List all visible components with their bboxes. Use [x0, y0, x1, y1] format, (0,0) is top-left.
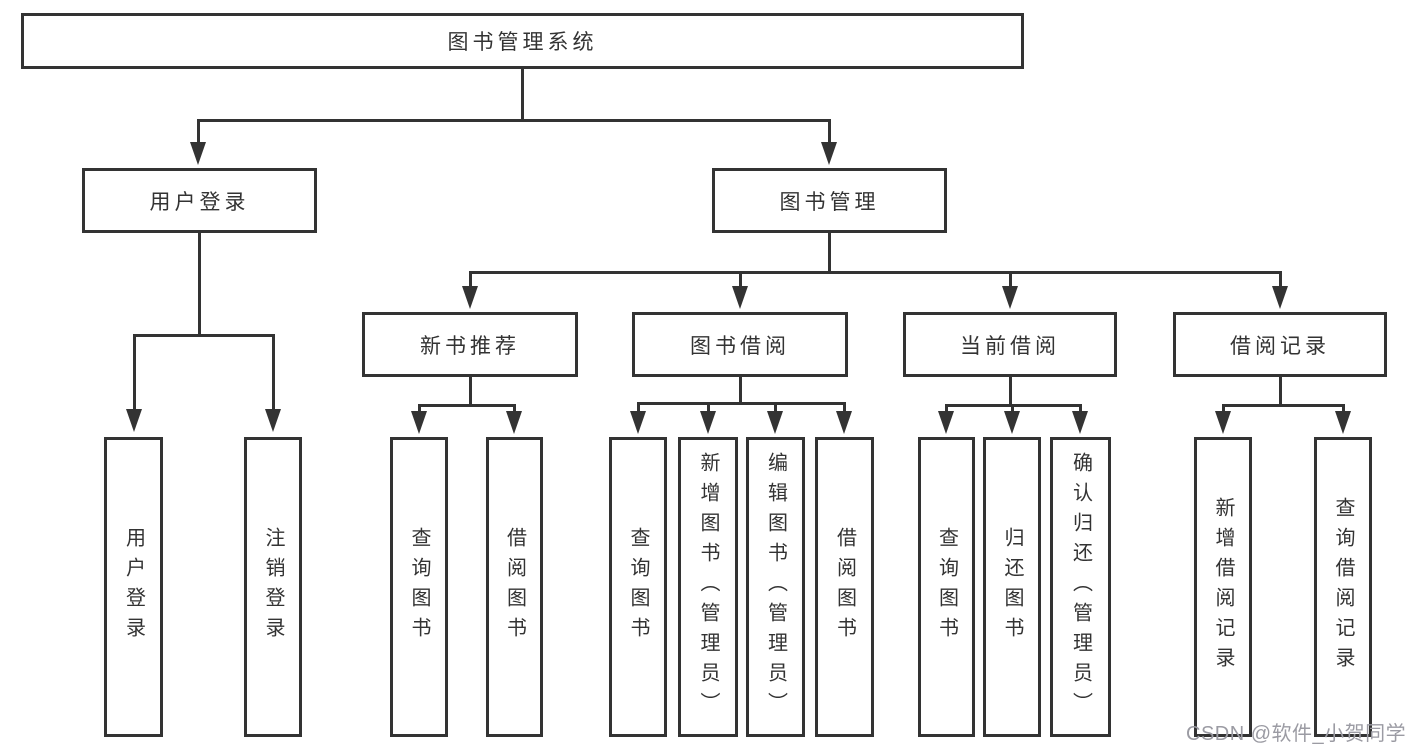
arrow-down-icon: [1004, 411, 1020, 434]
leaf-query-books: 查询图书: [390, 437, 448, 737]
arrow-down-icon: [411, 411, 427, 434]
arrow-down-icon: [630, 411, 646, 434]
leaf-label: 编辑图书（管理员）: [764, 452, 787, 722]
edge-line: [739, 271, 742, 287]
leaf-label: 借阅图书: [833, 527, 856, 647]
node-new-book-recommend: 新书推荐: [362, 312, 578, 377]
arrow-down-icon: [732, 286, 748, 309]
edge-line: [133, 334, 136, 410]
leaf-label: 查询图书: [627, 527, 649, 647]
leaf-logout: 注销登录: [244, 437, 302, 737]
arrow-down-icon: [126, 409, 142, 432]
leaf-borrow-books: 借阅图书: [815, 437, 874, 737]
node-borrow-records: 借阅记录: [1173, 312, 1387, 377]
leaf-add-books-admin: 新增图书（管理员）: [678, 437, 738, 737]
leaf-label: 新增图书（管理员）: [697, 452, 719, 722]
edge-line: [1222, 404, 1225, 412]
leaf-query-borrow-record: 查询借阅记录: [1314, 437, 1372, 737]
arrow-down-icon: [821, 142, 837, 165]
leaf-edit-books-admin: 编辑图书（管理员）: [746, 437, 805, 737]
leaf-query-books: 查询图书: [918, 437, 975, 737]
edge-line: [513, 404, 516, 412]
arrow-down-icon: [836, 411, 852, 434]
arrow-down-icon: [462, 286, 478, 309]
edge-line: [133, 334, 275, 337]
arrow-down-icon: [506, 411, 522, 434]
leaf-label: 查询图书: [935, 527, 958, 647]
leaf-label: 查询图书: [408, 527, 430, 647]
leaf-label: 注销登录: [262, 527, 284, 647]
edge-line: [521, 69, 524, 120]
edge-line: [637, 402, 640, 412]
leaf-borrow-books: 借阅图书: [486, 437, 543, 737]
leaf-user-login: 用户登录: [104, 437, 163, 737]
leaf-label: 归还图书: [1001, 527, 1023, 647]
edge-line: [418, 404, 421, 412]
leaf-label: 确认归还（管理员）: [1069, 452, 1092, 722]
edge-line: [1222, 404, 1345, 407]
csdn-watermark: CSDN @软件_小贺同学: [1186, 723, 1405, 745]
edge-line: [707, 402, 710, 412]
edge-line: [197, 119, 831, 122]
arrow-down-icon: [265, 409, 281, 432]
leaf-label: 新增借阅记录: [1212, 497, 1234, 677]
edge-line: [469, 271, 472, 287]
edge-line: [1079, 404, 1082, 412]
leaf-label: 用户登录: [122, 527, 145, 647]
arrow-down-icon: [190, 142, 206, 165]
arrow-down-icon: [938, 411, 954, 434]
arrow-down-icon: [1335, 411, 1351, 434]
leaf-label: 借阅图书: [503, 527, 526, 647]
arrow-down-icon: [1072, 411, 1088, 434]
arrow-down-icon: [1002, 286, 1018, 309]
edge-line: [418, 404, 516, 407]
edge-line: [1342, 404, 1345, 412]
node-user-login: 用户登录: [82, 168, 317, 233]
edge-line: [1279, 271, 1282, 287]
edge-line: [1011, 404, 1014, 412]
edge-line: [198, 233, 201, 336]
node-library-management-system: 图书管理系统: [21, 13, 1024, 69]
arrow-down-icon: [1215, 411, 1231, 434]
edge-line: [774, 402, 777, 412]
node-book-borrow: 图书借阅: [632, 312, 848, 377]
leaf-return-books: 归还图书: [983, 437, 1041, 737]
arrow-down-icon: [767, 411, 783, 434]
edge-line: [1009, 271, 1012, 287]
leaf-add-borrow-record: 新增借阅记录: [1194, 437, 1252, 737]
leaf-confirm-return-admin: 确认归还（管理员）: [1050, 437, 1111, 737]
edge-line: [828, 233, 831, 274]
edge-line: [843, 402, 846, 412]
node-current-borrow: 当前借阅: [903, 312, 1117, 377]
arrow-down-icon: [700, 411, 716, 434]
node-book-management: 图书管理: [712, 168, 947, 233]
edge-line: [272, 334, 275, 410]
edge-line: [197, 119, 200, 143]
edge-line: [945, 404, 948, 412]
edge-line: [469, 377, 472, 406]
edge-line: [828, 119, 831, 143]
edge-line: [469, 271, 1282, 274]
edge-line: [1009, 377, 1012, 406]
leaf-query-books: 查询图书: [609, 437, 667, 737]
arrow-down-icon: [1272, 286, 1288, 309]
leaf-label: 查询借阅记录: [1332, 497, 1354, 677]
edge-line: [1279, 377, 1282, 406]
edge-line: [739, 377, 742, 404]
edge-line: [637, 402, 846, 405]
